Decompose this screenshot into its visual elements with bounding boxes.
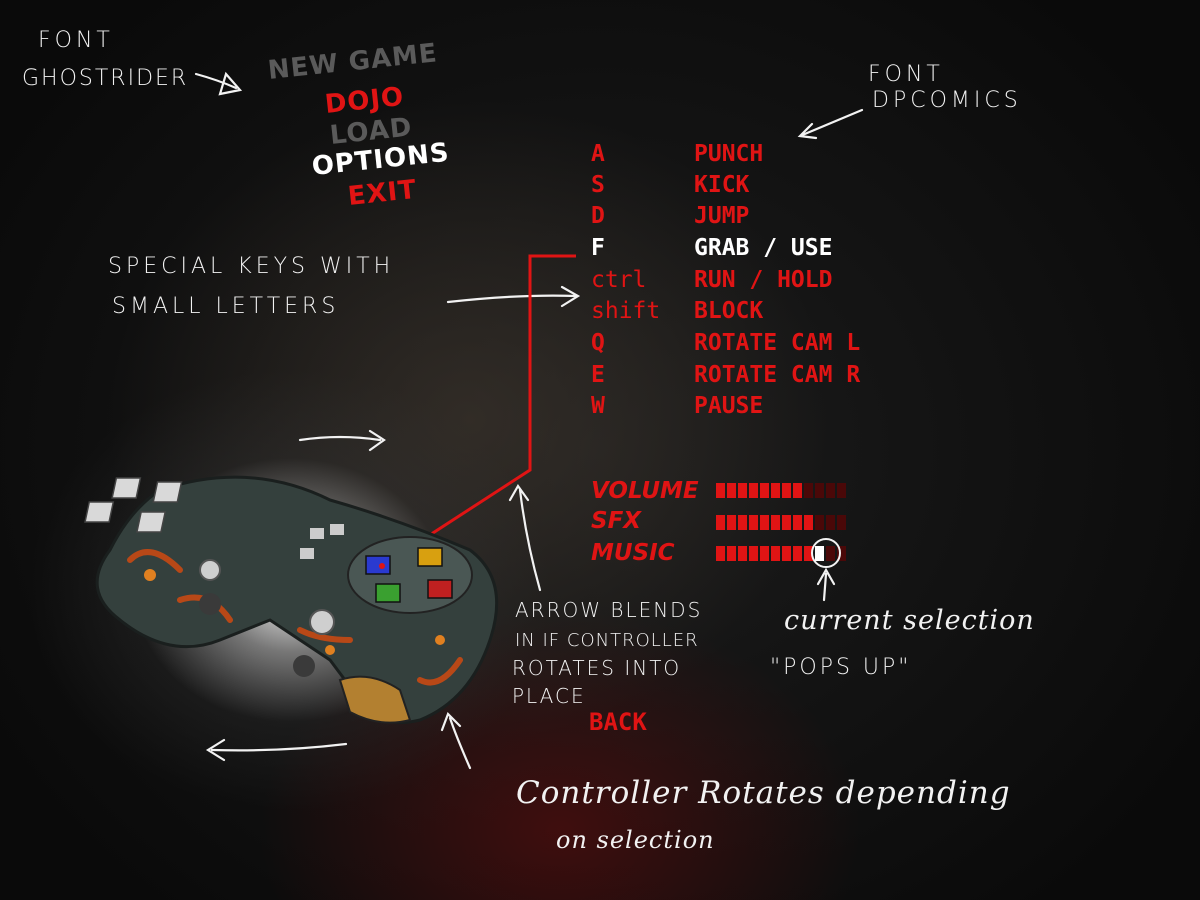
sfx-label: SFX (591, 508, 642, 534)
key-label[interactable]: shift (591, 298, 661, 324)
slider-segment (837, 546, 846, 561)
key-label[interactable]: A (591, 141, 605, 167)
slider-segment (738, 515, 747, 530)
slider-segment (826, 483, 835, 498)
action-label[interactable]: KICK (694, 172, 750, 198)
slider-segment (815, 546, 824, 561)
slider-segment (826, 515, 835, 530)
music-label: MUSIC (591, 540, 675, 566)
key-label[interactable]: Q (591, 330, 605, 356)
back-button[interactable]: BACK (589, 708, 647, 736)
slider-segment (771, 546, 780, 561)
note-arrow-blends: IN IF CONTROLLER (515, 630, 699, 651)
slider-segment (826, 546, 835, 561)
note-font-ghostrider: GHOSTRIDER (22, 66, 189, 91)
slider-segment (793, 515, 802, 530)
arrow-dpcomics (797, 108, 864, 140)
arrow-blends-up (508, 483, 542, 592)
action-label[interactable]: BLOCK (694, 298, 764, 324)
slider-segment (716, 515, 725, 530)
slider-segment (771, 515, 780, 530)
slider-segment (782, 515, 791, 530)
note-pops-up: "POPS UP" (770, 655, 912, 680)
slider-segment (738, 546, 747, 561)
note-special-keys: SMALL LETTERS (112, 294, 340, 319)
slider-segment (760, 483, 769, 498)
action-label[interactable]: PAUSE (694, 393, 764, 419)
slider-segment (793, 483, 802, 498)
arrow-controller-rotate (440, 712, 472, 770)
slider-segment (837, 483, 846, 498)
slider-segment (760, 546, 769, 561)
slider-segment (782, 546, 791, 561)
slider-segment (749, 483, 758, 498)
slider-segment (793, 546, 802, 561)
slider-segment (804, 483, 813, 498)
action-label-selected[interactable]: GRAB / USE (694, 235, 833, 261)
note-font-ghostrider: FONT (38, 28, 114, 53)
sfx-slider[interactable] (716, 515, 846, 530)
slider-segment (760, 515, 769, 530)
key-label[interactable]: S (591, 172, 605, 198)
slider-segment (716, 483, 725, 498)
gamepad-icon (84, 475, 499, 724)
arrow-ghostrider (194, 71, 243, 96)
arrow-selection-up (816, 567, 836, 602)
key-label[interactable]: W (591, 393, 605, 419)
slider-segment (804, 515, 813, 530)
key-label[interactable]: E (591, 362, 605, 388)
slider-segment (727, 546, 736, 561)
action-label[interactable]: ROTATE CAM R (694, 362, 861, 388)
music-slider[interactable] (716, 546, 846, 561)
slider-segment (804, 546, 813, 561)
slider-segment (749, 515, 758, 530)
slider-segment (771, 483, 780, 498)
arrow-controller-top (298, 429, 386, 452)
slider-segment (738, 483, 747, 498)
key-label[interactable]: D (591, 203, 605, 229)
action-label[interactable]: PUNCH (694, 141, 764, 167)
note-arrow-blends: ROTATES INTO (512, 656, 682, 680)
action-label[interactable]: JUMP (694, 203, 750, 229)
note-special-keys: SPECIAL KEYS WITH (108, 254, 395, 279)
note-controller-rotates: on selection (556, 826, 715, 854)
action-label[interactable]: RUN / HOLD (694, 267, 833, 293)
note-controller-rotates: Controller Rotates depending (516, 775, 1011, 811)
slider-segment (782, 483, 791, 498)
note-font-dpcomics: DPCOMICS (872, 88, 1022, 113)
volume-slider[interactable] (716, 483, 846, 498)
slider-segment (815, 515, 824, 530)
selection-circle (811, 538, 841, 568)
note-font-dpcomics: FONT (868, 62, 944, 87)
note-current-selection: current selection (784, 605, 1035, 636)
arrow-bottom-left (205, 738, 348, 762)
action-label[interactable]: ROTATE CAM L (694, 330, 861, 356)
slider-segment (716, 546, 725, 561)
key-label[interactable]: ctrl (591, 267, 647, 293)
red-pointer-line (381, 254, 576, 568)
note-arrow-blends: ARROW BLENDS (515, 598, 703, 622)
slider-segment (727, 515, 736, 530)
slider-segment (837, 515, 846, 530)
slider-segment (749, 546, 758, 561)
note-arrow-blends: PLACE (512, 684, 586, 708)
arrow-special-keys (446, 285, 581, 308)
slider-segment (727, 483, 736, 498)
slider-segment (815, 483, 824, 498)
volume-label: VOLUME (591, 478, 699, 504)
key-label-selected[interactable]: F (591, 235, 605, 261)
